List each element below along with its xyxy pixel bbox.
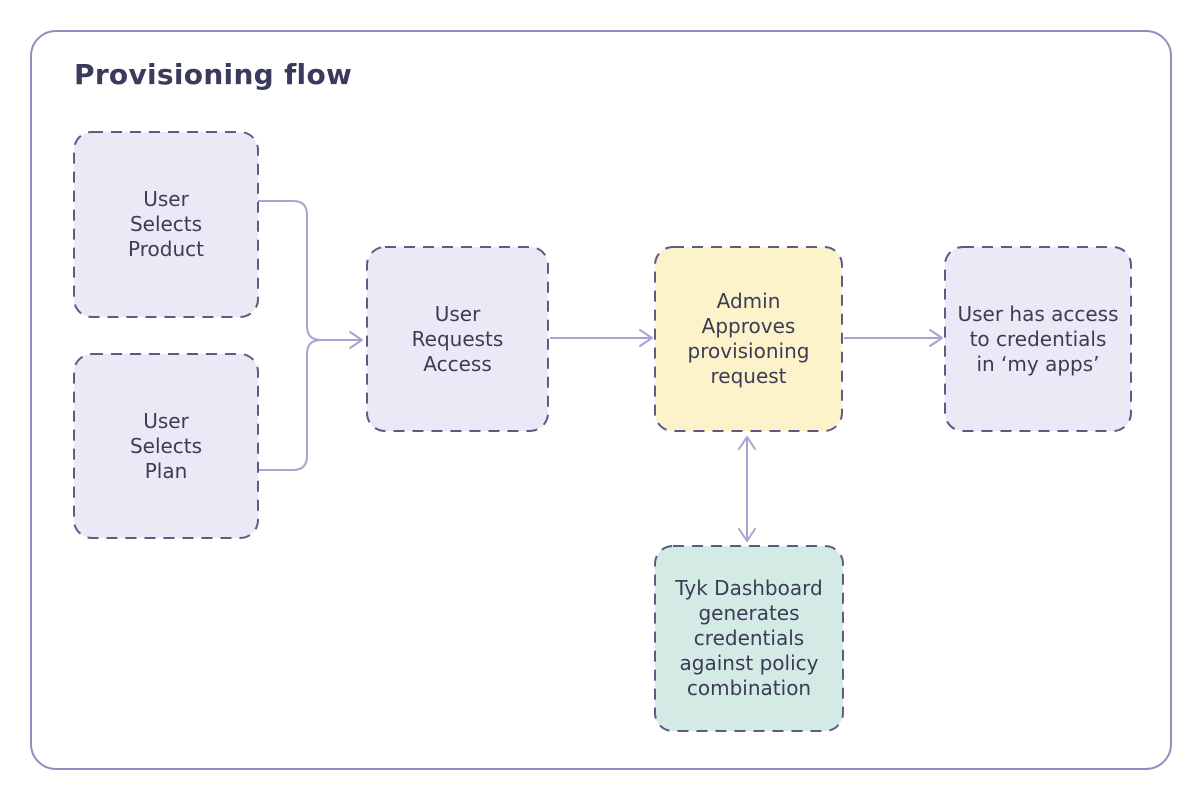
node-label-line: Approves xyxy=(701,314,796,338)
node-label-line: User xyxy=(143,187,189,211)
node-user-selects-product: User Selects Product xyxy=(74,132,258,317)
node-label-line: Plan xyxy=(144,458,188,483)
node-label-line: User xyxy=(143,408,189,433)
node-label-line: combination xyxy=(686,676,812,700)
node-label-line: Access xyxy=(423,351,492,376)
node-label-line: generates xyxy=(698,601,800,625)
node-label-line: against policy xyxy=(679,651,819,675)
node-label-line: to credentials xyxy=(969,326,1107,351)
node-label-line: request xyxy=(710,364,787,388)
node-label-line: Selects xyxy=(129,433,203,458)
node-user-selects-plan: User Selects Plan xyxy=(74,354,258,538)
node-tyk-dashboard-generates: Tyk Dashboard generates credentials agai… xyxy=(655,546,843,731)
node-label-line: provisioning xyxy=(687,339,810,363)
node-label-line: User has access xyxy=(957,301,1119,326)
node-label-line: credentials xyxy=(693,626,805,650)
node-label-line: Product xyxy=(128,237,204,261)
node-label-line: Admin xyxy=(716,289,781,313)
node-label-line: Tyk Dashboard xyxy=(675,576,823,600)
node-user-has-access-my-apps: User has access to credentials in ‘my ap… xyxy=(945,247,1131,431)
node-label-line: User xyxy=(434,301,481,326)
node-label-line: in ‘my apps’ xyxy=(976,351,1100,376)
diagram-title: Provisioning flow xyxy=(74,58,353,91)
node-admin-approves-request: Admin Approves provisioning request xyxy=(655,247,842,431)
node-user-requests-access: User Requests Access xyxy=(367,247,548,431)
node-label-line: Selects xyxy=(129,212,203,236)
node-label-line: Requests xyxy=(411,326,504,351)
